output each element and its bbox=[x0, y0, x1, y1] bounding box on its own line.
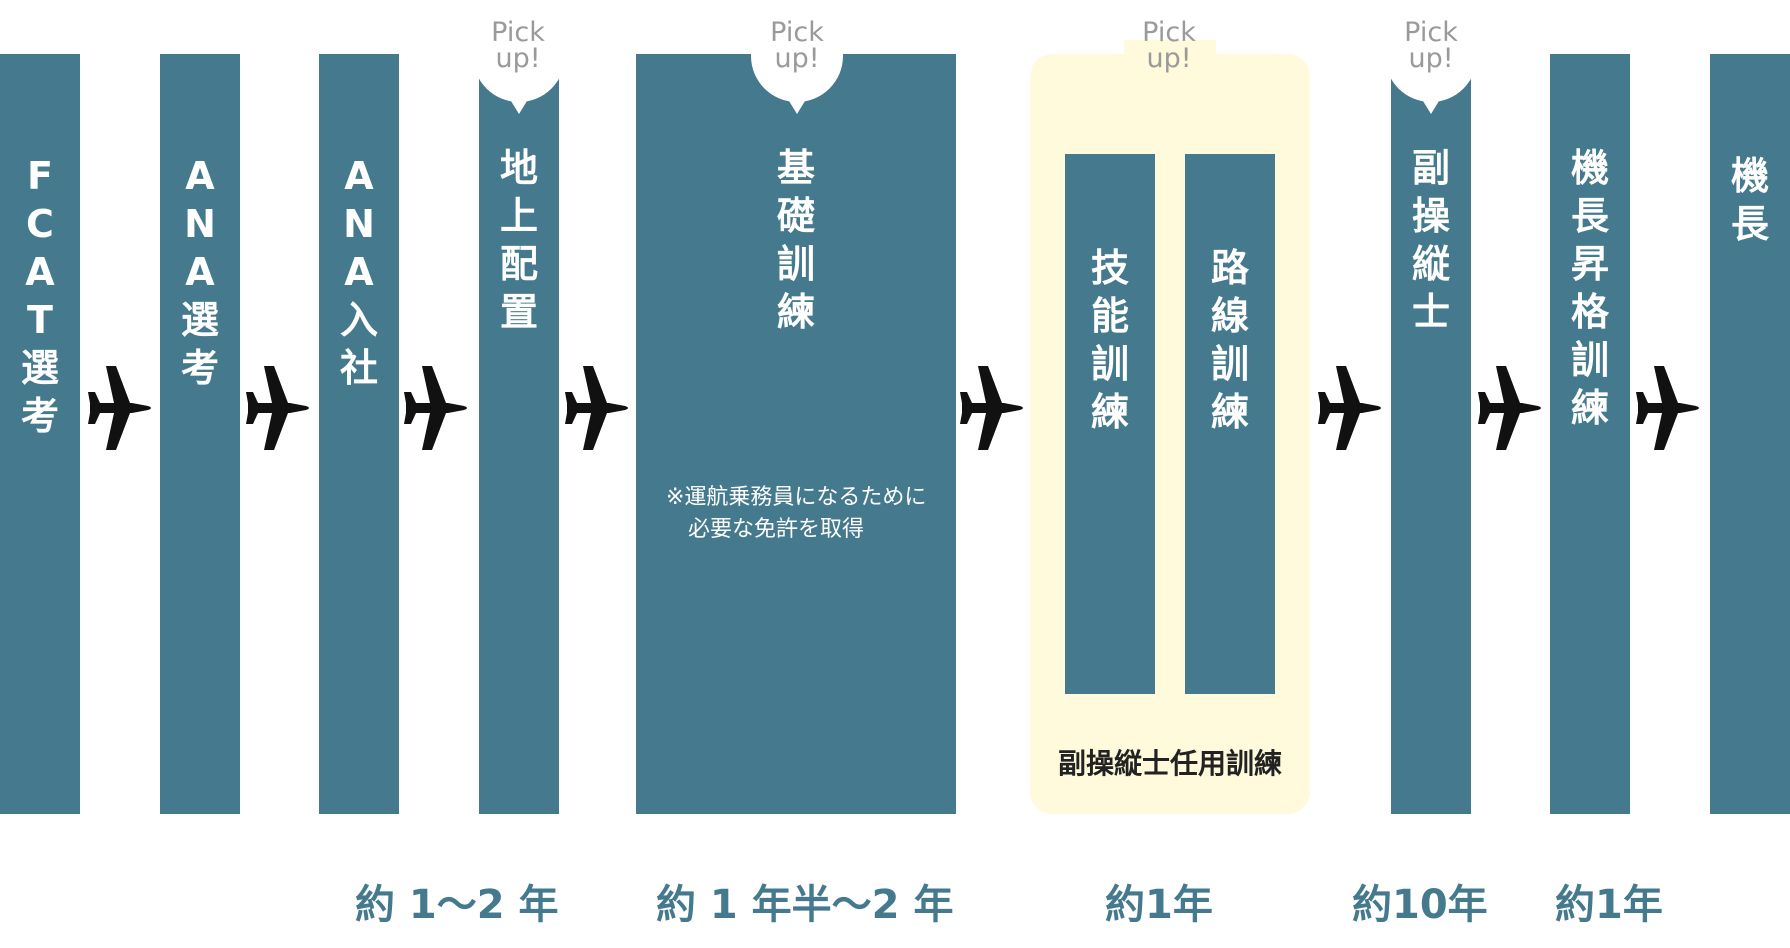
airplane-arrow-icon bbox=[1478, 366, 1541, 450]
pickup-label: Pick up! bbox=[1142, 17, 1196, 74]
step-label: 機 長 昇 格 訓 練 bbox=[1570, 146, 1609, 430]
step-captain: 機 長 bbox=[1710, 54, 1790, 814]
duration-label: 約10年 bbox=[1352, 882, 1488, 928]
step-copilot: 副 操 縦 士 bbox=[1391, 54, 1471, 814]
airplane-arrow-icon bbox=[565, 366, 628, 450]
step-skill-training: 技 能 訓 練 bbox=[1065, 154, 1155, 694]
airplane-arrow-icon bbox=[404, 366, 467, 450]
step-ana-selection: A N A 選 考 bbox=[160, 54, 240, 814]
step-ground-assignment: 地 上 配 置 bbox=[479, 54, 559, 814]
step-label: 路 線 訓 練 bbox=[1210, 246, 1249, 434]
step-basic-training: 基 礎 訓 練 ※運航乗務員になるために 必要な免許を取得 bbox=[636, 54, 956, 814]
airplane-arrow-icon bbox=[1636, 366, 1699, 450]
duration-label: 約 1 年半～2 年 bbox=[656, 882, 954, 928]
step-label: 基 礎 訓 練 bbox=[776, 146, 815, 334]
basic-training-note: ※運航乗務員になるために 必要な免許を取得 bbox=[666, 485, 927, 542]
pickup-label: Pick up! bbox=[491, 17, 545, 74]
duration-label: 約 1～2 年 bbox=[355, 882, 559, 928]
airplane-arrow-icon bbox=[960, 366, 1023, 450]
copilot-appointment-training-label: 副操縦士任用訓練 bbox=[1057, 747, 1282, 780]
pickup-label: Pick up! bbox=[1404, 17, 1458, 74]
step-route-training: 路 線 訓 練 bbox=[1185, 154, 1275, 694]
duration-label: 約1年 bbox=[1105, 882, 1213, 928]
airplane-arrow-icon bbox=[246, 366, 309, 450]
duration-label: 約1年 bbox=[1555, 882, 1663, 928]
step-label: 地 上 配 置 bbox=[499, 146, 538, 334]
step-label: 機 長 bbox=[1730, 154, 1769, 246]
airplane-arrow-icon bbox=[1318, 366, 1381, 450]
step-captain-promotion-training: 機 長 昇 格 訓 練 bbox=[1550, 54, 1630, 814]
step-label: F C A T 選 考 bbox=[20, 154, 59, 438]
copilot-appointment-training-group: 技 能 訓 練 路 線 訓 練 副操縦士任用訓練 bbox=[1030, 54, 1310, 814]
step-label: A N A 入 社 bbox=[339, 154, 378, 390]
pickup-label: Pick up! bbox=[770, 17, 824, 74]
step-fcat-selection: F C A T 選 考 bbox=[0, 54, 80, 814]
airplane-arrow-icon bbox=[88, 366, 151, 450]
step-label: A N A 選 考 bbox=[180, 154, 219, 390]
step-label: 副 操 縦 士 bbox=[1411, 146, 1450, 334]
step-ana-joining: A N A 入 社 bbox=[319, 54, 399, 814]
step-label: 技 能 訓 練 bbox=[1090, 246, 1129, 434]
